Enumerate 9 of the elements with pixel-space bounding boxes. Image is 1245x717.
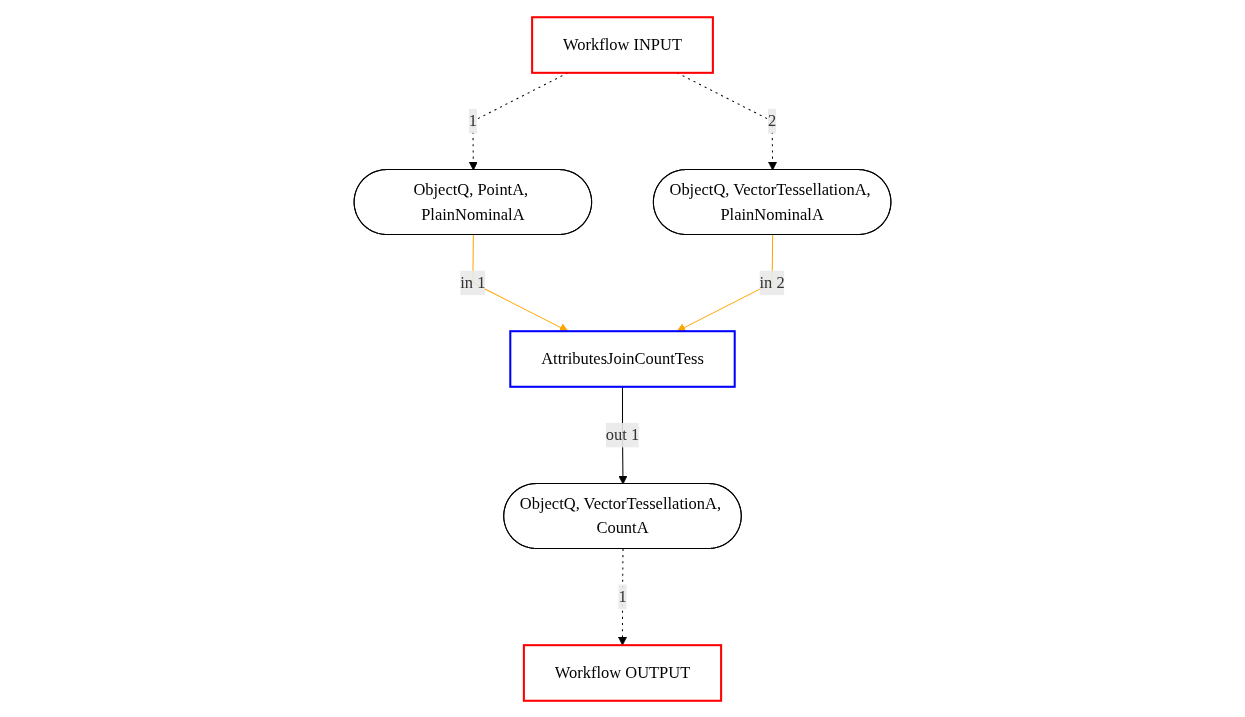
- edge-label: in 1: [460, 273, 486, 291]
- edge-label: 1: [468, 111, 477, 129]
- edge-label: 1: [618, 587, 627, 605]
- node-box: Workflow INPUT: [531, 15, 714, 74]
- node-box: AttributesJoinCountTess: [509, 329, 736, 388]
- node-box: Workflow OUTPUT: [522, 643, 723, 702]
- edge-label: out 1: [605, 425, 640, 443]
- edge-label: in 2: [759, 273, 785, 291]
- edge-label: 2: [768, 111, 777, 129]
